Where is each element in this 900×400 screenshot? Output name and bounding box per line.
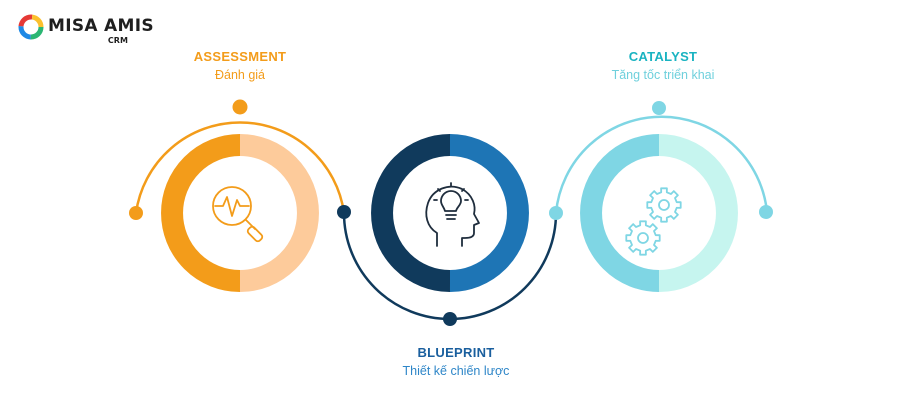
- assessment-ring-right-half: [239, 134, 319, 292]
- brand-name: MISA AMIS: [48, 16, 154, 36]
- gear-large-icon: [646, 187, 682, 223]
- catalyst-top-node: [652, 101, 666, 115]
- gear-small-icon: [625, 220, 661, 256]
- catalyst-right-node: [759, 205, 773, 219]
- blueprint-bottom-node: [443, 312, 457, 326]
- catalyst-ring-right-half: [658, 134, 738, 292]
- catalyst-title: CATALYST: [628, 49, 698, 64]
- catalyst-ring-left-half: [580, 134, 660, 292]
- assessment-subtitle: Đánh giá: [214, 68, 266, 82]
- blueprint-title: BLUEPRINT: [417, 345, 495, 360]
- blueprint-ring-right-half: [449, 134, 529, 292]
- assessment-title: ASSESSMENT: [193, 49, 287, 64]
- gears-icon: [625, 187, 682, 256]
- assessment-connector-arc: [134, 121, 346, 214]
- catalyst-left-node: [549, 206, 563, 220]
- misa-logo-icon: [18, 14, 44, 40]
- head-lightbulb-icon: [425, 182, 480, 247]
- brand-logo: MISA AMIS CRM: [18, 14, 154, 45]
- assessment-ring-left-half: [161, 134, 241, 292]
- catalyst-connector-arc: [554, 115, 769, 214]
- blueprint-subtitle: Thiết kế chiến lược: [402, 364, 510, 378]
- catalyst-label: CATALYST Tăng tốc triển khai: [563, 49, 763, 82]
- assessment-stage: [129, 99, 346, 292]
- blueprint-left-node: [337, 205, 351, 219]
- blueprint-ring-left-half: [371, 134, 451, 292]
- brand-sub: CRM: [107, 36, 128, 45]
- catalyst-subtitle: Tăng tốc triển khai: [611, 68, 715, 82]
- blueprint-stage: [337, 134, 558, 326]
- blueprint-label: BLUEPRINT Thiết kế chiến lược: [356, 345, 556, 378]
- assessment-left-node: [129, 206, 143, 220]
- assessment-label: ASSESSMENT Đánh giá: [140, 49, 340, 82]
- assessment-top-node: [232, 99, 248, 115]
- catalyst-stage: [549, 101, 773, 292]
- analytics-magnifier-icon: [212, 186, 264, 243]
